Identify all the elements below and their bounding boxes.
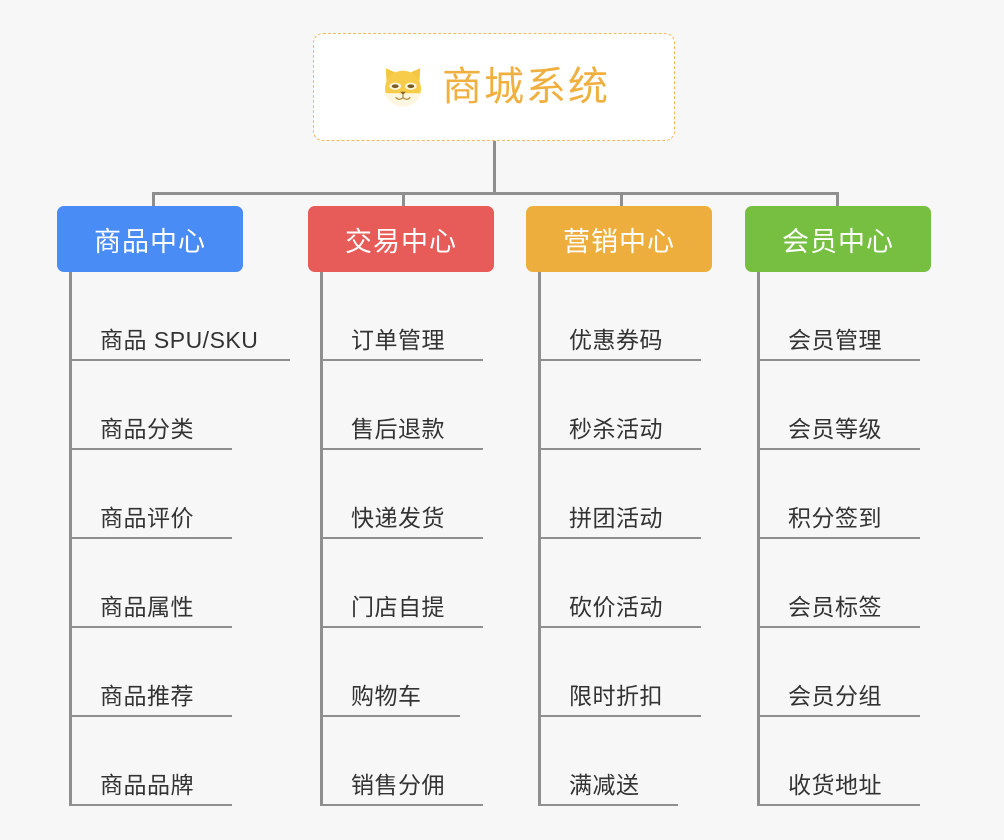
list-item[interactable]: 销售分佣 [323, 717, 483, 806]
branch-header-label: 交易中心 [345, 226, 457, 257]
leaf-label: 购物车 [351, 683, 422, 710]
branch-header-marketing-center[interactable]: 营销中心 [526, 206, 712, 272]
leaf-label: 拼团活动 [569, 505, 663, 532]
leaf-label: 秒杀活动 [569, 416, 663, 443]
leaf-label: 售后退款 [351, 416, 445, 443]
shiba-dog-face-emoji [378, 62, 428, 112]
list-item[interactable]: 商品分类 [72, 361, 232, 450]
leaf-label: 会员分组 [788, 683, 882, 710]
branch-header-label: 营销中心 [563, 226, 675, 257]
leaf-label: 满减送 [569, 772, 640, 799]
list-item[interactable]: 优惠券码 [541, 272, 701, 361]
list-item[interactable]: 砍价活动 [541, 539, 701, 628]
list-item[interactable]: 快递发货 [323, 450, 483, 539]
branch-product-center: 商品中心 商品 SPU/SKU 商品分类 商品评价 商品属性 商品推荐 商品品牌 [57, 206, 290, 806]
list-item[interactable]: 商品评价 [72, 450, 232, 539]
connector-drop-4 [836, 192, 839, 210]
list-item[interactable]: 满减送 [541, 717, 678, 806]
connector-drop-3 [620, 192, 623, 210]
leaf-label: 商品品牌 [100, 772, 194, 799]
leaf-label: 销售分佣 [351, 772, 445, 799]
leaf-label: 砍价活动 [569, 594, 663, 621]
branch-header-trade-center[interactable]: 交易中心 [308, 206, 494, 272]
branch-header-member-center[interactable]: 会员中心 [745, 206, 931, 272]
list-item[interactable]: 会员分组 [760, 628, 920, 717]
leaf-label: 商品属性 [100, 594, 194, 621]
list-item[interactable]: 商品 SPU/SKU [72, 272, 290, 361]
leaf-label: 商品评价 [100, 505, 194, 532]
leaf-label: 积分签到 [788, 505, 882, 532]
list-item[interactable]: 收货地址 [760, 717, 920, 806]
connector-horizontal-bus [152, 192, 839, 195]
list-item[interactable]: 订单管理 [323, 272, 483, 361]
branch-header-label: 商品中心 [94, 226, 206, 257]
root-title: 商城系统 [442, 65, 610, 109]
branch-body-member-center: 会员管理 会员等级 积分签到 会员标签 会员分组 收货地址 [757, 272, 931, 806]
leaf-label: 限时折扣 [569, 683, 663, 710]
connector-drop-1 [152, 192, 155, 210]
leaf-label: 门店自提 [351, 594, 445, 621]
leaf-label: 会员等级 [788, 416, 882, 443]
list-item[interactable]: 购物车 [323, 628, 460, 717]
leaf-label: 快递发货 [351, 505, 445, 532]
list-item[interactable]: 会员标签 [760, 539, 920, 628]
branch-member-center: 会员中心 会员管理 会员等级 积分签到 会员标签 会员分组 收货地址 [745, 206, 931, 806]
leaf-label: 商品推荐 [100, 683, 194, 710]
list-item[interactable]: 商品品牌 [72, 717, 232, 806]
leaf-label: 会员管理 [788, 327, 882, 354]
leaf-label: 会员标签 [788, 594, 882, 621]
list-item[interactable]: 积分签到 [760, 450, 920, 539]
list-item[interactable]: 会员管理 [760, 272, 920, 361]
branch-body-marketing-center: 优惠券码 秒杀活动 拼团活动 砍价活动 限时折扣 满减送 [538, 272, 712, 806]
leaf-label: 收货地址 [788, 772, 882, 799]
leaf-label: 商品 SPU/SKU [100, 327, 259, 354]
list-item[interactable]: 会员等级 [760, 361, 920, 450]
leaf-label: 商品分类 [100, 416, 194, 443]
list-item[interactable]: 拼团活动 [541, 450, 701, 539]
leaf-label: 优惠券码 [569, 327, 663, 354]
branch-body-product-center: 商品 SPU/SKU 商品分类 商品评价 商品属性 商品推荐 商品品牌 [69, 272, 290, 806]
list-item[interactable]: 商品推荐 [72, 628, 232, 717]
connector-root-vertical [493, 141, 496, 194]
root-node[interactable]: 商城系统 [313, 33, 675, 141]
list-item[interactable]: 售后退款 [323, 361, 483, 450]
connector-drop-2 [402, 192, 405, 210]
list-item[interactable]: 秒杀活动 [541, 361, 701, 450]
branch-header-label: 会员中心 [782, 226, 894, 257]
branch-header-product-center[interactable]: 商品中心 [57, 206, 243, 272]
branch-body-trade-center: 订单管理 售后退款 快递发货 门店自提 购物车 销售分佣 [320, 272, 494, 806]
leaf-label: 订单管理 [351, 327, 445, 354]
branch-marketing-center: 营销中心 优惠券码 秒杀活动 拼团活动 砍价活动 限时折扣 满减送 [526, 206, 712, 806]
list-item[interactable]: 门店自提 [323, 539, 483, 628]
list-item[interactable]: 限时折扣 [541, 628, 701, 717]
branch-trade-center: 交易中心 订单管理 售后退款 快递发货 门店自提 购物车 销售分佣 [308, 206, 494, 806]
list-item[interactable]: 商品属性 [72, 539, 232, 628]
